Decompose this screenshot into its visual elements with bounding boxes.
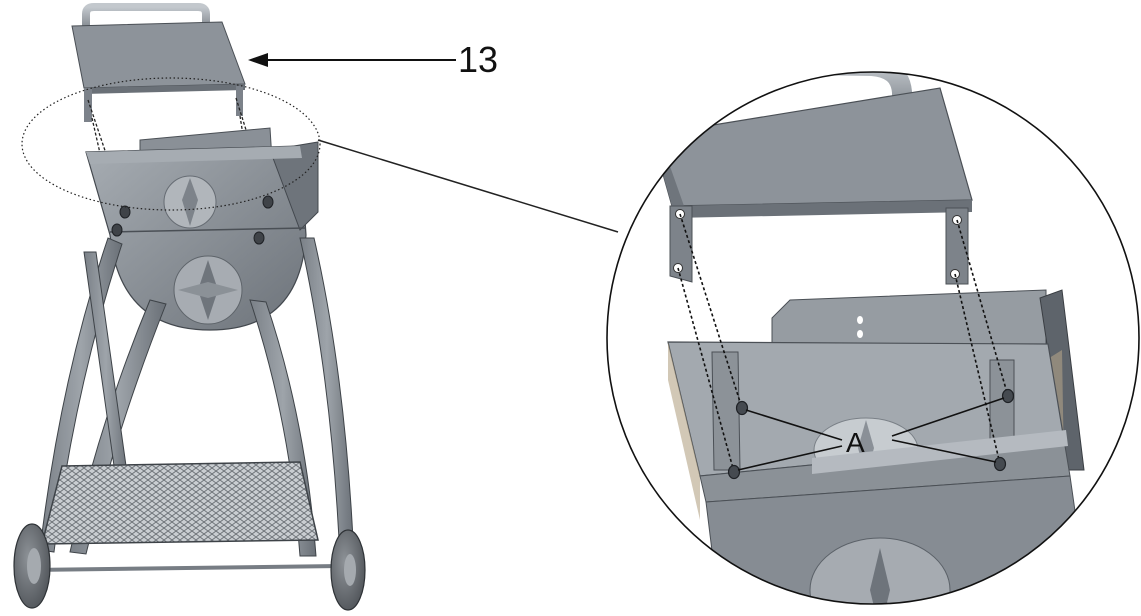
wheel-right (330, 529, 366, 611)
callout-a-leaders (737, 397, 1005, 471)
wheel-left (13, 523, 51, 609)
detail-circle-outline (606, 71, 1140, 605)
detail-highlight-ellipse (21, 77, 321, 211)
magnified-detail-view: A (606, 71, 1140, 605)
part-number-label: 13 (458, 39, 498, 80)
bottom-mesh-shelf (41, 461, 319, 545)
detail-screws-a (727, 388, 1015, 480)
detail-alignment-lines (677, 213, 1009, 473)
grill-bowl (85, 145, 307, 331)
side-shelf-part-13 (71, 21, 246, 122)
shelf-handle (82, 2, 210, 34)
hardware-a-label: A (846, 427, 865, 458)
detail-connector-line (317, 139, 619, 233)
grill-cart-assembly (13, 2, 366, 611)
bowl-screws (111, 195, 274, 245)
part-13-callout (248, 53, 456, 67)
